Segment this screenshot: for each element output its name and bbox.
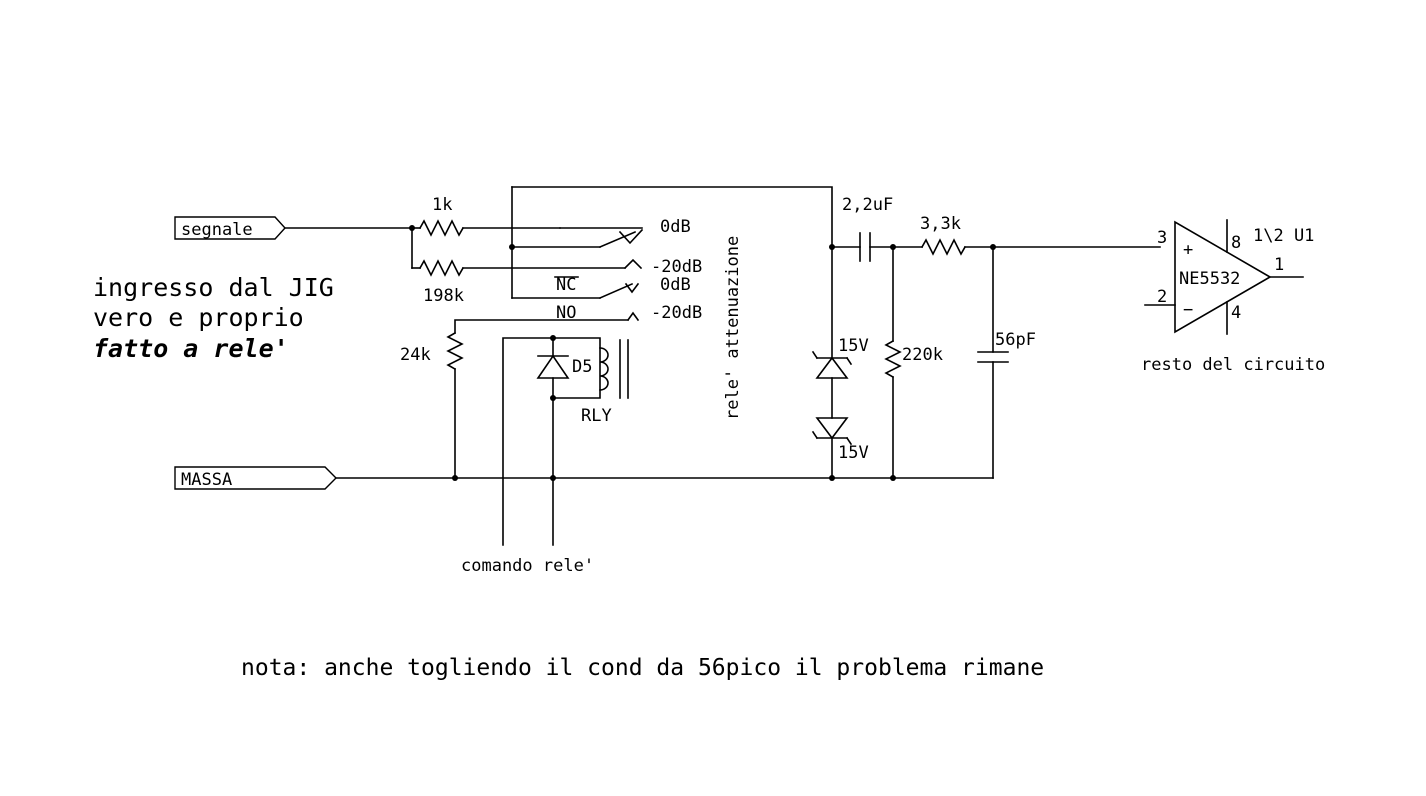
junction bbox=[550, 395, 556, 401]
r5-label: 220k bbox=[902, 345, 943, 365]
junction bbox=[550, 335, 556, 341]
opamp-ne5532 bbox=[1144, 219, 1304, 335]
ground-port-massa: MASSA bbox=[174, 466, 337, 490]
c1-label: 2,2uF bbox=[842, 195, 893, 215]
resistor-3-3k bbox=[920, 238, 1161, 256]
note-text: nota: anche togliendo il cond da 56pico … bbox=[241, 655, 1044, 681]
input-port-segnale: segnale bbox=[174, 216, 286, 240]
r4-label: 3,3k bbox=[920, 214, 961, 234]
title-line-2: vero e proprio bbox=[93, 303, 304, 332]
wire bbox=[454, 319, 629, 334]
capacitor-2-2uf bbox=[831, 232, 923, 262]
relay-vertical-label: rele' attenuazione bbox=[723, 236, 743, 420]
relay-driver bbox=[502, 337, 601, 546]
zener-diode-2 bbox=[811, 417, 853, 479]
rest-of-circuit-label: resto del circuito bbox=[1141, 355, 1325, 375]
capacitor-56pf bbox=[977, 246, 1009, 479]
title-line-3: fatto a rele' bbox=[93, 334, 289, 363]
opamp-pin-4: 4 bbox=[1231, 303, 1241, 323]
input-port-label: segnale bbox=[181, 220, 253, 240]
resistor-220k bbox=[884, 246, 902, 479]
zener-diode-1 bbox=[811, 350, 853, 419]
title-line-1: ingresso dal JIG bbox=[93, 273, 334, 302]
relay-label: RLY bbox=[581, 406, 612, 426]
opamp-pin-8: 8 bbox=[1231, 233, 1241, 253]
resistor-198k bbox=[411, 259, 626, 277]
r1-label: 1k bbox=[432, 195, 452, 215]
zener-1-label: 15V bbox=[838, 336, 869, 356]
zener-2-label: 15V bbox=[838, 443, 869, 463]
resistor-1k bbox=[411, 219, 561, 237]
relay-command-label: comando rele' bbox=[461, 556, 594, 576]
relay-coil bbox=[599, 339, 629, 399]
resistor-24k bbox=[446, 331, 464, 479]
wire bbox=[511, 186, 833, 248]
contact-no: NO bbox=[556, 303, 576, 323]
opamp-ref: 1\2 U1 bbox=[1253, 226, 1314, 246]
opamp-minus-sign: − bbox=[1183, 300, 1193, 320]
opamp-pin-3: 3 bbox=[1157, 228, 1167, 248]
junction bbox=[452, 475, 458, 481]
opamp-label: NE5532 bbox=[1179, 269, 1240, 289]
junction bbox=[550, 475, 556, 481]
contact-top-a: 0dB bbox=[660, 217, 691, 237]
c2-label: 56pF bbox=[995, 330, 1036, 350]
r3-label: 24k bbox=[400, 345, 431, 365]
contact-nc: NC bbox=[556, 275, 576, 295]
contact-top-b: -20dB bbox=[651, 257, 702, 277]
contact-no-value: -20dB bbox=[651, 303, 702, 323]
diode-label: D5 bbox=[572, 357, 592, 377]
opamp-pin-1: 1 bbox=[1274, 255, 1284, 275]
opamp-pin-2: 2 bbox=[1157, 287, 1167, 307]
ground-port-label: MASSA bbox=[181, 470, 232, 490]
opamp-plus-sign: + bbox=[1183, 240, 1193, 260]
r2-label: 198k bbox=[423, 286, 464, 306]
relay-contact-bottom bbox=[511, 186, 640, 322]
contact-nc-value: 0dB bbox=[660, 275, 691, 295]
relay-contact-top bbox=[511, 227, 644, 270]
